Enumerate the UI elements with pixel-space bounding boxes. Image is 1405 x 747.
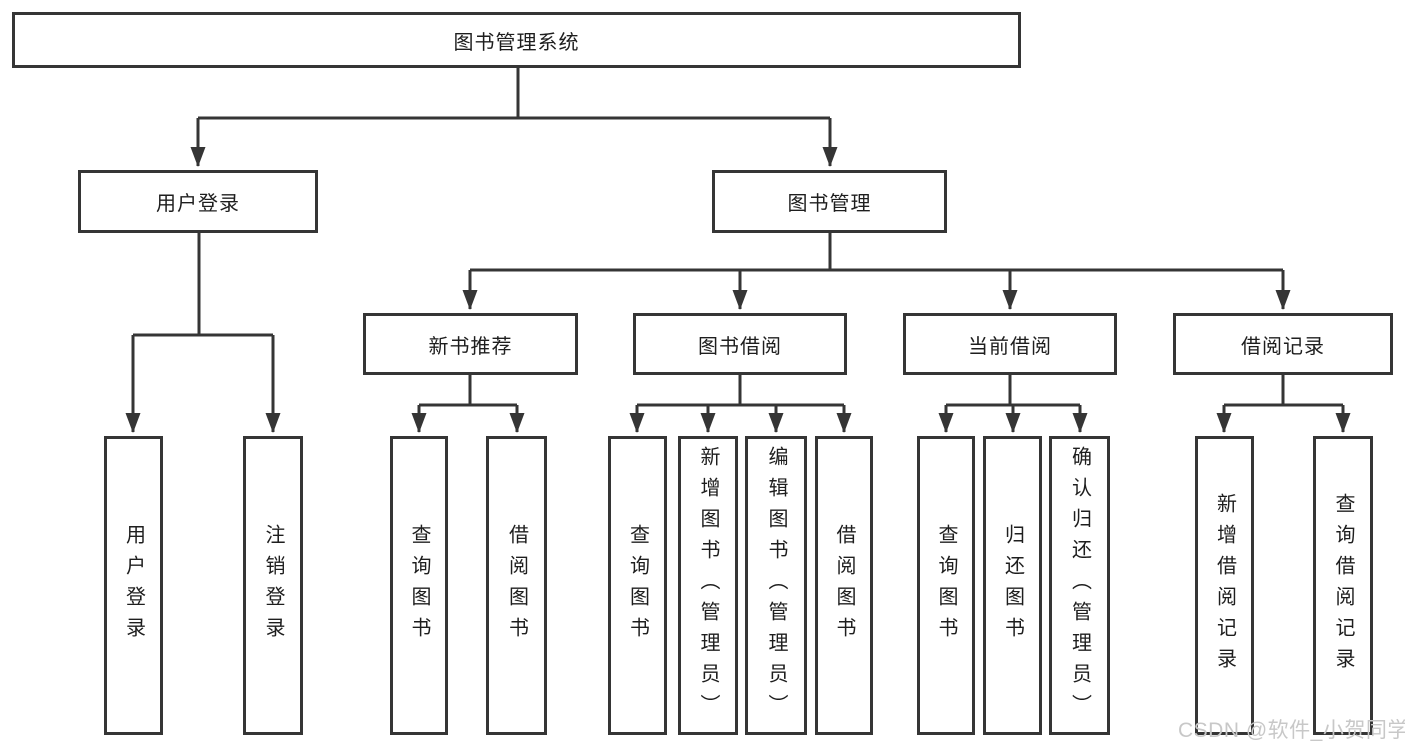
leaf-current-confirm-return-admin: 确认归还（管理员） <box>1049 436 1110 735</box>
node-user-login: 用户登录 <box>78 170 318 233</box>
leaf-borrowing-add-books-admin-label: 新增图书（管理员） <box>697 446 719 725</box>
leaf-current-confirm-return-admin-label: 确认归还（管理员） <box>1068 446 1091 725</box>
leaf-current-query-books: 查询图书 <box>917 436 975 735</box>
connector-root-trunk <box>198 68 830 120</box>
node-root: 图书管理系统 <box>12 12 1021 68</box>
node-new-book-recommend-label: 新书推荐 <box>428 335 513 358</box>
connector-recommend-trunk <box>419 375 517 407</box>
leaf-current-return-books: 归还图书 <box>983 436 1042 735</box>
node-root-label: 图书管理系统 <box>453 31 580 54</box>
leaf-borrowing-edit-books-admin: 编辑图书（管理员） <box>745 436 807 735</box>
leaf-recommend-borrow-books: 借阅图书 <box>486 436 547 735</box>
leaf-borrowing-edit-books-admin-label: 编辑图书（管理员） <box>765 446 787 725</box>
leaf-current-return-books-label: 归还图书 <box>1001 523 1024 648</box>
leaf-logout: 注销登录 <box>243 436 303 735</box>
connector-current-trunk <box>946 375 1080 407</box>
connector-records-trunk <box>1224 375 1343 407</box>
node-current-borrowing-label: 当前借阅 <box>968 335 1052 358</box>
leaf-user-login: 用户登录 <box>104 436 163 735</box>
node-user-login-label: 用户登录 <box>156 193 240 215</box>
leaf-logout-label: 注销登录 <box>262 523 284 648</box>
leaf-borrowing-add-books-admin: 新增图书（管理员） <box>678 436 738 735</box>
leaf-user-login-label: 用户登录 <box>122 523 145 648</box>
leaf-records-query-borrow-record-label: 查询借阅记录 <box>1332 492 1354 679</box>
watermark: CSDN @软件_小贺同学 <box>1178 719 1405 742</box>
leaf-borrowing-query-books-label: 查询图书 <box>626 523 649 648</box>
leaf-recommend-query-books: 查询图书 <box>390 436 448 735</box>
connector-book-management-trunk <box>470 233 1283 272</box>
leaf-borrowing-borrow-books-label: 借阅图书 <box>833 523 855 648</box>
connector-user-login-trunk <box>133 233 273 337</box>
node-book-borrowing: 图书借阅 <box>633 313 847 375</box>
leaf-records-query-borrow-record: 查询借阅记录 <box>1313 436 1373 735</box>
node-book-management-label: 图书管理 <box>787 193 872 215</box>
node-new-book-recommend: 新书推荐 <box>363 313 578 375</box>
connector-borrowing-trunk <box>637 375 844 407</box>
leaf-current-query-books-label: 查询图书 <box>935 523 957 648</box>
leaf-borrowing-borrow-books: 借阅图书 <box>815 436 873 735</box>
leaf-recommend-query-books-label: 查询图书 <box>408 523 430 648</box>
node-borrowing-records-label: 借阅记录 <box>1241 335 1325 358</box>
leaf-recommend-borrow-books-label: 借阅图书 <box>505 523 528 648</box>
node-book-management: 图书管理 <box>712 170 947 233</box>
node-borrowing-records: 借阅记录 <box>1173 313 1393 375</box>
leaf-records-add-borrow-record: 新增借阅记录 <box>1195 436 1254 735</box>
node-current-borrowing: 当前借阅 <box>903 313 1117 375</box>
node-book-borrowing-label: 图书借阅 <box>698 335 782 358</box>
leaf-records-add-borrow-record-label: 新增借阅记录 <box>1213 492 1236 679</box>
leaf-borrowing-query-books: 查询图书 <box>608 436 667 735</box>
